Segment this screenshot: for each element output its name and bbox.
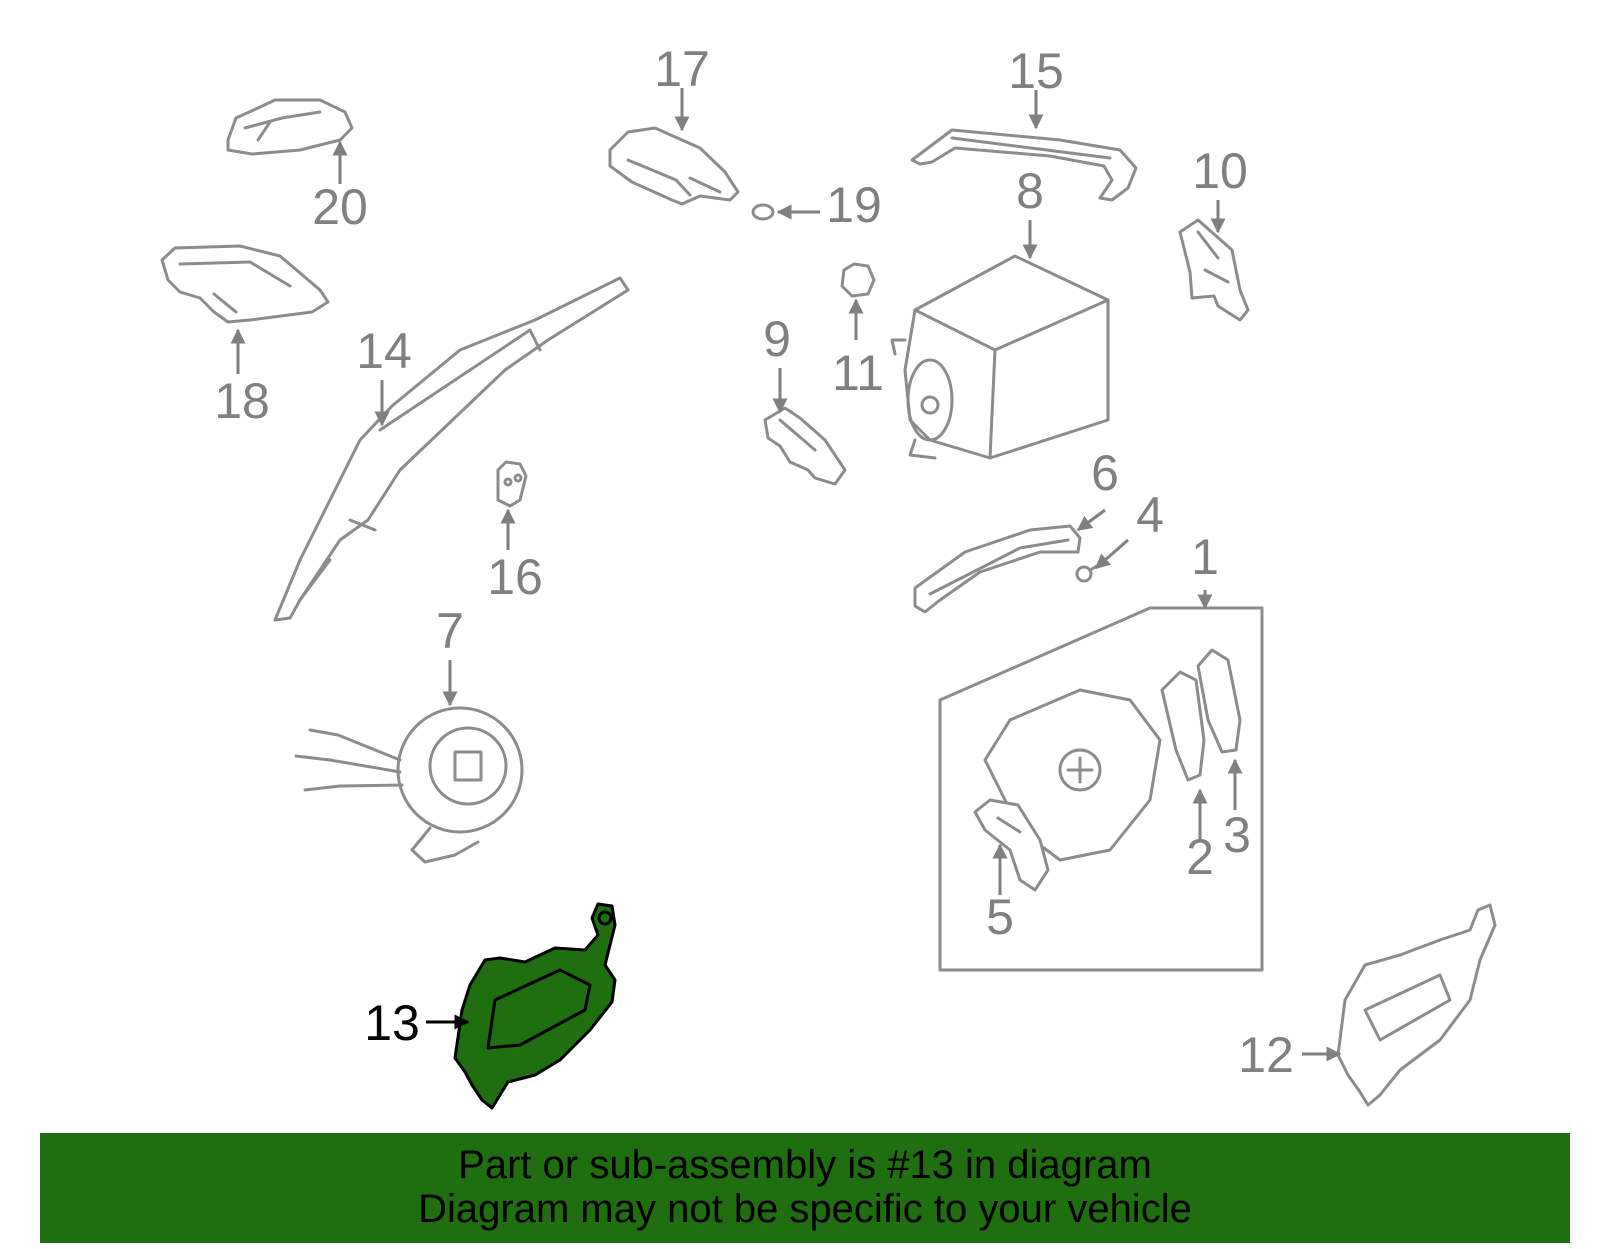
callout-6: 6 [1091,445,1119,501]
callout-4: 4 [1136,487,1164,543]
part-19-grommet [751,203,775,221]
part-20-sensor [226,98,354,156]
part-14-curtain-airbag [273,276,630,622]
callout-19: 19 [826,177,882,233]
part-8-airbag [890,254,1110,460]
part-11-clip [840,262,876,298]
callout-7: 7 [436,603,464,659]
callout-11: 11 [832,345,884,401]
callout-10: 10 [1192,143,1248,199]
callout-1: 1 [1191,529,1219,585]
part-15-curtain-strip [910,128,1138,202]
part-10-bracket [1178,218,1250,322]
part-16-switch [496,460,528,508]
callout-8: 8 [1016,163,1044,219]
callout-2: 2 [1186,829,1214,885]
callout-3: 3 [1223,807,1251,863]
leader-6 [1076,508,1106,532]
part-18-sensor [160,244,330,324]
part-1-assembly-box [938,606,1264,972]
leader-lines [230,88,1342,1062]
callout-20: 20 [312,179,368,235]
callout-17: 17 [654,41,710,97]
part-13-side-airbag-highlighted [453,902,617,1110]
part-7-clock-spring [294,706,524,864]
callout-12: 12 [1238,1027,1294,1083]
callout-9: 9 [763,311,791,367]
callout-labels: 1 2 3 4 5 6 7 8 9 10 11 12 13 14 15 16 1… [214,41,1294,1083]
callout-18: 18 [214,373,270,429]
callout-15: 15 [1008,43,1064,99]
part-6-trim-cover [913,524,1082,614]
part-9-bracket [763,406,847,486]
callout-13: 13 [364,995,420,1051]
callout-5: 5 [986,889,1014,945]
callout-16: 16 [487,549,543,605]
callout-14: 14 [356,323,412,379]
part-12-side-airbag [1336,903,1497,1107]
info-banner: Part or sub-assembly is #13 in diagram D… [40,1133,1570,1243]
banner-line-part: Part or sub-assembly is #13 in diagram [458,1143,1152,1187]
banner-line-disclaimer: Diagram may not be specific to your vehi… [418,1187,1192,1231]
leader-4 [1094,538,1129,570]
part-17-module [608,126,740,206]
